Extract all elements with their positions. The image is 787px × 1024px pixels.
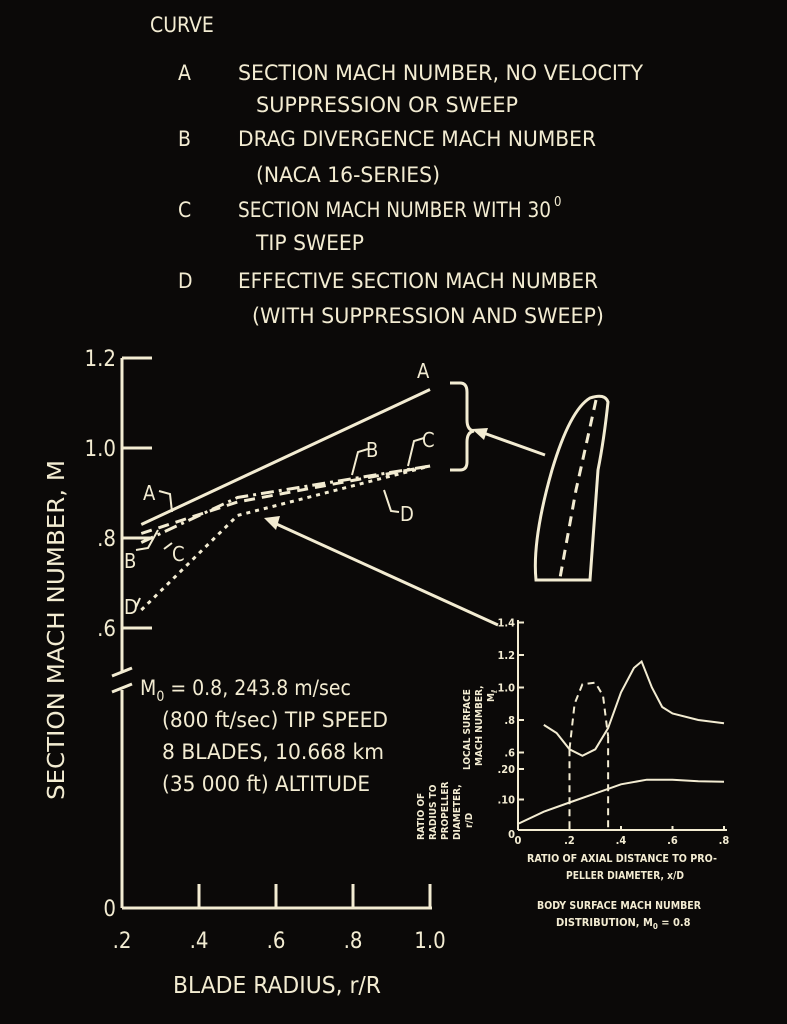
x-tick-label-1: .4: [190, 929, 209, 954]
inset-ylabel-radius: RATIO OF RADIUS TO PROPELLER DIAMETER, r…: [416, 781, 475, 840]
conditions-line4: (35 000 ft) ALTITUDE: [162, 772, 370, 796]
inset-ylabel-line1: LOCAL SURFACE: [462, 689, 473, 770]
inset-ylabel-mach: LOCAL SURFACE MACH NUMBER, Mℓ: [462, 685, 499, 770]
blade-arrow-shaft: [477, 429, 546, 457]
legend-key-a: A: [178, 61, 191, 85]
y-tick-label-4: 1.2: [85, 347, 116, 372]
x-tick-label-4: 1.0: [414, 929, 445, 954]
inset-chart: 0 .2 .4 .6 .8 .6 .8 1.0 1.2 1.4 .10 .20 0 LOCAL SURF…: [416, 617, 729, 932]
inset-ym-tick-label-2: 1.0: [497, 682, 515, 695]
inset-arrow: [264, 516, 499, 627]
inset-series-1-line: [568, 681, 610, 750]
conditions-line2: (800 ft/sec) TIP SPEED: [162, 708, 388, 732]
inset-title-line2: DISTRIBUTION, M0 = 0.8: [556, 916, 691, 931]
legend-a-line2: SUPPRESSION OR SWEEP: [256, 93, 518, 117]
inset-arrow-head: [264, 516, 280, 530]
inset-yr-tick-label-0: .10: [497, 794, 515, 807]
inset-x-tick-label-2: .4: [616, 834, 627, 847]
series-label-d: D: [400, 502, 414, 526]
inset-xlabel-line1: RATIO OF AXIAL DISTANCE TO PRO-: [527, 852, 717, 865]
leader-c-left: [163, 542, 173, 550]
leader-d-right: [383, 489, 400, 513]
conditions-block: M0 = 0.8, 243.8 m/sec (800 ft/sec) TIP S…: [140, 676, 388, 796]
legend-key-b: B: [178, 127, 191, 151]
blade-arrow-head: [472, 428, 488, 440]
series-label-a-left: A: [143, 481, 156, 505]
x-tick-label-3: .8: [344, 929, 363, 954]
inset-ym-tick-label-4: 1.4: [497, 617, 515, 630]
tip-bracket: [450, 381, 475, 472]
legend-b-line2: (NACA 16-SERIES): [256, 163, 440, 187]
inset-x-tick-label-4: .8: [719, 834, 730, 847]
inset-ylabel2-line5: r/D: [464, 813, 475, 828]
inset-arrow-shaft: [271, 520, 499, 627]
inset-ym-tick-label-3: 1.2: [497, 649, 515, 662]
x-tick-label-2: .6: [267, 929, 286, 954]
inset-title-line1: BODY SURFACE MACH NUMBER: [537, 899, 701, 912]
axis-break-2: [111, 682, 133, 694]
inset-ylabel-line2: MACH NUMBER,: [474, 685, 485, 766]
series-d-line: [140, 464, 431, 612]
conditions-line3: 8 BLADES, 10.668 km: [162, 740, 384, 764]
blade-sketch: [450, 381, 610, 582]
axis-break-1: [111, 666, 133, 678]
series-label-d-left: D: [124, 595, 138, 619]
leader-b-right: [351, 448, 369, 476]
legend-heading: CURVE: [150, 13, 214, 37]
legend-d-line2: (WITH SUPPRESSION AND SWEEP): [252, 304, 604, 328]
x-tick-label-0: .2: [113, 929, 132, 954]
inset-xlabel-line2: PELLER DIAMETER, x/D: [566, 869, 684, 882]
inset-x-tick-label-0: 0: [515, 834, 522, 847]
legend-d-line1: EFFECTIVE SECTION MACH NUMBER: [238, 269, 598, 293]
leader-c-right: [407, 437, 425, 467]
series-a-line: [140, 388, 431, 526]
inset-y-zero: 0: [508, 828, 515, 841]
y-tick-label-3: 1.0: [85, 437, 116, 462]
inset-ym-tick-label-0: .6: [504, 747, 515, 760]
leader-b-left: [135, 529, 159, 551]
leader-d-left: [135, 597, 141, 608]
legend-key-d: D: [178, 269, 193, 293]
inset-x-tick-label-1: .2: [564, 834, 575, 847]
legend-c-superscript: 0: [554, 195, 561, 210]
blade-outline: [533, 394, 610, 582]
inset-series-2-line: [517, 778, 725, 825]
series-label-a: A: [417, 359, 430, 383]
inset-ylabel2-line2: RADIUS TO: [428, 784, 439, 840]
conditions-line1: M0 = 0.8, 243.8 m/sec: [140, 676, 351, 705]
series-label-b-left: B: [124, 549, 136, 573]
inset-ym-tick-label-1: .8: [504, 714, 515, 727]
y-tick-label-1: .6: [97, 617, 116, 642]
inset-ylabel2-line1: RATIO OF: [416, 793, 427, 840]
inset-ylabel2-line3: PROPELLER: [440, 781, 451, 840]
inset-series-0-line: [543, 659, 725, 757]
inset-ylabel2-line4: DIAMETER,: [452, 784, 463, 840]
series-label-c-left: C: [172, 542, 185, 566]
y-tick-label-0: 0: [103, 897, 116, 922]
inset-yr-tick-label-1: .20: [497, 763, 515, 776]
main-chart: .2 .4 .6 .8 1.0 0 .6 .8 1.0 1.2 SECTION MACH NUMB…: [44, 347, 446, 999]
legend-b-line1: DRAG DIVERGENCE MACH NUMBER: [238, 127, 596, 151]
series-c-line: [140, 464, 431, 544]
legend-c-line2: TIP SWEEP: [255, 231, 364, 255]
x-axis-label: BLADE RADIUS, r/R: [173, 973, 381, 999]
legend-a-line1: SECTION MACH NUMBER, NO VELOCITY: [238, 61, 643, 85]
label-leaders: [135, 437, 425, 608]
inset-x-tick-label-3: .6: [667, 834, 678, 847]
blade-quarter-chord: [558, 399, 598, 579]
y-tick-label-2: .8: [97, 527, 116, 552]
leader-a-left: [158, 490, 173, 513]
series-label-c: C: [422, 428, 435, 452]
legend: CURVE A SECTION MACH NUMBER, NO VELOCITY…: [150, 13, 643, 328]
series-label-b: B: [366, 438, 378, 462]
y-axis-label: SECTION MACH NUMBER, M: [44, 460, 70, 800]
legend-key-c: C: [178, 198, 191, 222]
legend-c-line1: SECTION MACH NUMBER WITH 30: [238, 198, 551, 222]
inset-ylabel-symbol: Mℓ: [486, 690, 499, 702]
